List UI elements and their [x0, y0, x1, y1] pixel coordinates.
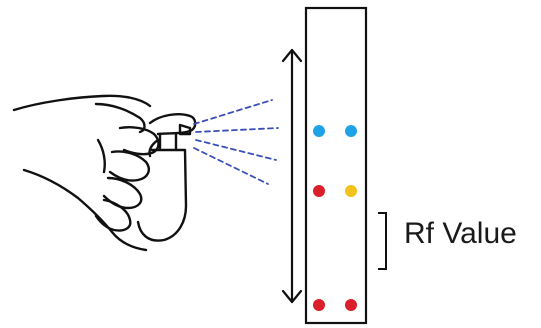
spot-left-top: [313, 125, 325, 137]
spot-right-top: [345, 125, 357, 137]
spot-left-middle: [313, 185, 325, 197]
spot-right-bottom: [345, 299, 357, 311]
spot-right-middle: [345, 185, 357, 197]
spray-mist-icon: [193, 99, 279, 185]
tlc-plate: [304, 6, 368, 325]
solvent-distance-arrow: [281, 48, 303, 304]
rf-value-label: Rf Value: [404, 217, 517, 250]
hand-holding-spray-bottle-icon: [12, 94, 197, 252]
rf-bracket: [378, 212, 387, 270]
sample-spots: [313, 125, 357, 311]
spot-left-bottom: [313, 299, 325, 311]
